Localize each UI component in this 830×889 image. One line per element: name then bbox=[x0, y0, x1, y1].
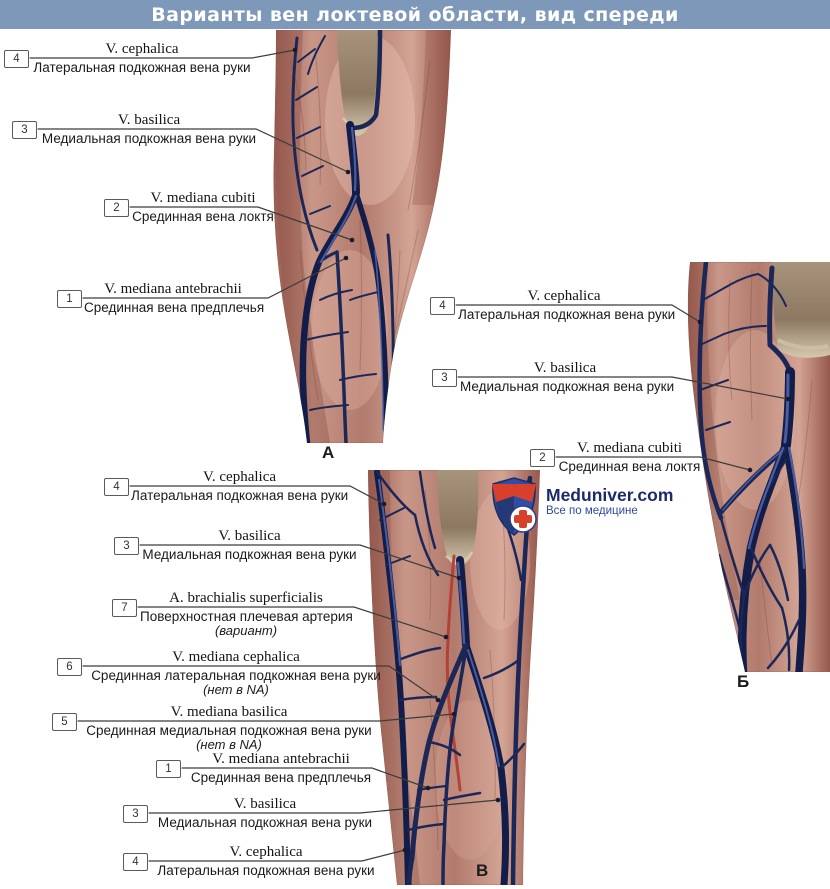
label-v6-latin: V. mediana cephalica bbox=[172, 649, 300, 665]
label-a4-latin: V. cephalica bbox=[105, 41, 179, 57]
label-v6-note: (нет в NA) bbox=[203, 682, 269, 697]
label-v7-russian: Поверхностная плечевая артерия bbox=[140, 609, 353, 624]
meduniver-logo: Meduniver.com Все по медицине bbox=[490, 476, 673, 538]
label-v4b: V. cephalica Латеральная подкожная вена … bbox=[151, 844, 381, 878]
label-v3-russian: Медиальная подкожная вена руки bbox=[142, 547, 357, 562]
label-v7-note: (вариант) bbox=[214, 623, 278, 638]
label-a2: V. mediana cubiti Срединная вена локтя bbox=[131, 190, 275, 224]
label-v6-number: 6 bbox=[57, 658, 82, 676]
label-a1-number: 1 bbox=[57, 290, 82, 308]
label-v3: V. basilica Медиальная подкожная вена ру… bbox=[141, 528, 358, 562]
label-v4b-number: 4 bbox=[123, 853, 148, 871]
logo-shield-icon bbox=[492, 477, 537, 536]
label-b3: V. basilica Медиальная подкожная вена ру… bbox=[460, 360, 675, 394]
label-v4-russian: Латеральная подкожная вена руки bbox=[131, 488, 349, 503]
label-a2-number: 2 bbox=[104, 199, 129, 217]
label-v4b-russian: Латеральная подкожная вена руки bbox=[157, 863, 375, 878]
label-a4: V. cephalica Латеральная подкожная вена … bbox=[28, 41, 256, 75]
label-b3-latin: V. basilica bbox=[533, 360, 597, 376]
label-a3-number: 3 bbox=[12, 121, 37, 139]
label-a4-russian: Латеральная подкожная вена руки bbox=[33, 60, 251, 75]
logo-tagline: Все по медицине bbox=[546, 505, 638, 517]
label-v4b-latin: V. cephalica bbox=[229, 844, 303, 860]
label-v4-latin: V. cephalica bbox=[202, 469, 277, 485]
title-banner: Варианты вен локтевой области, вид спере… bbox=[0, 0, 830, 29]
label-v5-note: (нет в NA) bbox=[196, 737, 262, 752]
label-a2-latin: V. mediana cubiti bbox=[150, 190, 256, 206]
label-v6-russian: Срединная латеральная подкожная вена рук… bbox=[91, 668, 381, 683]
label-v1-latin: V. mediana antebrachii bbox=[212, 751, 350, 767]
figure-a-caption: А bbox=[322, 443, 335, 462]
label-b3-number: 3 bbox=[432, 369, 457, 387]
label-v7: A. brachialis superficialis Поверхностна… bbox=[140, 590, 353, 638]
label-a3: V. basilica Медиальная подкожная вена ру… bbox=[40, 112, 258, 146]
label-v5-russian: Срединная медиальная подкожная вена руки bbox=[86, 723, 372, 738]
label-a2-russian: Срединная вена локтя bbox=[132, 209, 274, 224]
label-b4-number: 4 bbox=[430, 297, 455, 315]
leader-dots bbox=[292, 47, 791, 853]
label-b2-number: 2 bbox=[530, 449, 555, 467]
figure-a-illustration bbox=[273, 30, 451, 443]
label-v4: V. cephalica Латеральная подкожная вена … bbox=[131, 469, 348, 503]
page-title: Варианты вен локтевой области, вид спере… bbox=[151, 3, 679, 26]
label-v4-number: 4 bbox=[104, 478, 129, 496]
label-v7-number: 7 bbox=[112, 599, 137, 617]
label-a1-latin: V. mediana antebrachii bbox=[104, 281, 242, 297]
label-v6: V. mediana cephalica Срединная латеральн… bbox=[85, 649, 387, 697]
label-v5-latin: V. mediana basilica bbox=[170, 704, 288, 720]
label-a1: V. mediana antebrachii Срединная вена пр… bbox=[84, 281, 265, 315]
label-b4-latin: V. cephalica bbox=[527, 288, 601, 304]
label-a3-russian: Медиальная подкожная вена руки bbox=[41, 131, 257, 146]
figure-v-caption: В bbox=[476, 861, 489, 880]
label-a3-latin: V. basilica bbox=[117, 112, 181, 128]
label-b4: V. cephalica Латеральная подкожная вена … bbox=[458, 288, 676, 322]
label-a1-russian: Срединная вена предплечья bbox=[84, 300, 265, 315]
label-v5-number: 5 bbox=[52, 713, 77, 731]
label-b2-latin: V. mediana cubiti bbox=[576, 440, 683, 456]
label-a4-number: 4 bbox=[4, 50, 29, 68]
label-b2: V. mediana cubiti Срединная вена локтя bbox=[558, 440, 701, 474]
label-b2-russian: Срединная вена локтя bbox=[558, 459, 701, 474]
label-v1-russian: Срединная вена предплечья bbox=[190, 770, 372, 785]
leader-lines bbox=[27, 49, 789, 862]
label-b4-russian: Латеральная подкожная вена руки bbox=[458, 307, 676, 322]
label-v3b-russian: Медиальная подкожная вена руки bbox=[157, 815, 373, 830]
figure-b-illustration bbox=[687, 262, 830, 672]
logo-text: Meduniver.com Все по медицине bbox=[546, 486, 673, 518]
label-v1: V. mediana antebrachii Срединная вена пр… bbox=[184, 751, 378, 785]
label-v3b: V. basilica Медиальная подкожная вена ру… bbox=[151, 796, 379, 830]
label-b3-russian: Медиальная подкожная вена руки bbox=[460, 379, 675, 394]
label-v3b-number: 3 bbox=[123, 805, 148, 823]
label-v7-latin: A. brachialis superficialis bbox=[169, 590, 323, 606]
figure-v-illustration bbox=[368, 470, 540, 885]
label-v3b-latin: V. basilica bbox=[233, 796, 297, 812]
label-v3-number: 3 bbox=[114, 537, 139, 555]
logo-name: Meduniver.com bbox=[546, 485, 674, 505]
figure-b-caption: Б bbox=[737, 672, 750, 691]
label-v3-latin: V. basilica bbox=[218, 528, 281, 544]
label-v5: V. mediana basilica Срединная медиальная… bbox=[80, 704, 378, 752]
label-v1-number: 1 bbox=[156, 760, 181, 778]
